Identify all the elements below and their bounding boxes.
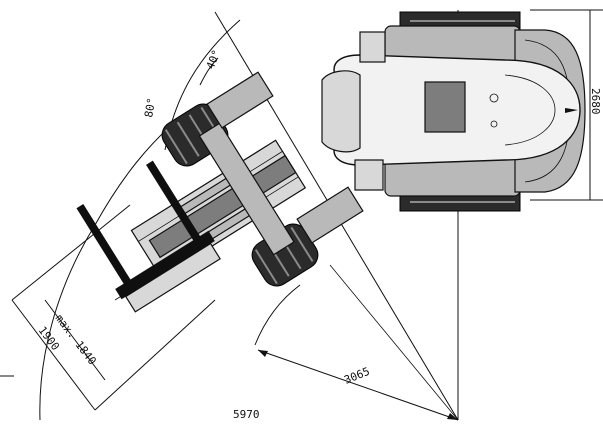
outer-radius-label: 5970 bbox=[233, 408, 260, 421]
fork-reach-label: max. 1840 bbox=[53, 312, 99, 367]
articulation-angle-half-label: 40° bbox=[204, 48, 223, 71]
fork-reach-line bbox=[44, 299, 106, 381]
fork-centre-line bbox=[114, 249, 196, 301]
articulation-arc-inner bbox=[199, 57, 219, 86]
width-dimension-label: 2680 bbox=[589, 88, 602, 115]
front-direction-arrow bbox=[565, 108, 578, 113]
fork-tine-right bbox=[146, 160, 201, 242]
step-top bbox=[359, 31, 386, 63]
inner-radius-arc bbox=[254, 284, 301, 346]
inner-radius-arrow-start bbox=[258, 350, 268, 357]
front-axle bbox=[198, 122, 295, 256]
cab-roof-panel bbox=[424, 81, 466, 133]
front-frame bbox=[130, 139, 307, 279]
boom-arm bbox=[148, 154, 297, 259]
fork-tine-left bbox=[76, 204, 131, 285]
rear-axle-housing-bottom bbox=[296, 186, 364, 244]
rear-axle-housing-top bbox=[206, 71, 274, 129]
inner-radius-arrow-end bbox=[447, 413, 458, 420]
fork-sweep-ext-2 bbox=[94, 299, 216, 411]
rear-chassis bbox=[321, 11, 586, 212]
inner-radius-label: 3065 bbox=[342, 365, 371, 387]
fork-sweep-line bbox=[11, 299, 96, 411]
fork-sweep-ext bbox=[11, 204, 131, 301]
fork-sweep-label: 1900 bbox=[36, 324, 62, 353]
fork-carriage bbox=[115, 230, 221, 313]
carriage-plate bbox=[124, 242, 221, 313]
engine-hood bbox=[321, 70, 361, 153]
step-bottom bbox=[354, 159, 384, 191]
carriage-bar bbox=[115, 230, 215, 300]
fork-tines bbox=[76, 160, 201, 285]
articulation-angle-total-label: 80° bbox=[142, 97, 158, 119]
inner-radius-dimension bbox=[257, 349, 459, 421]
inner-radius-leader bbox=[329, 264, 459, 421]
